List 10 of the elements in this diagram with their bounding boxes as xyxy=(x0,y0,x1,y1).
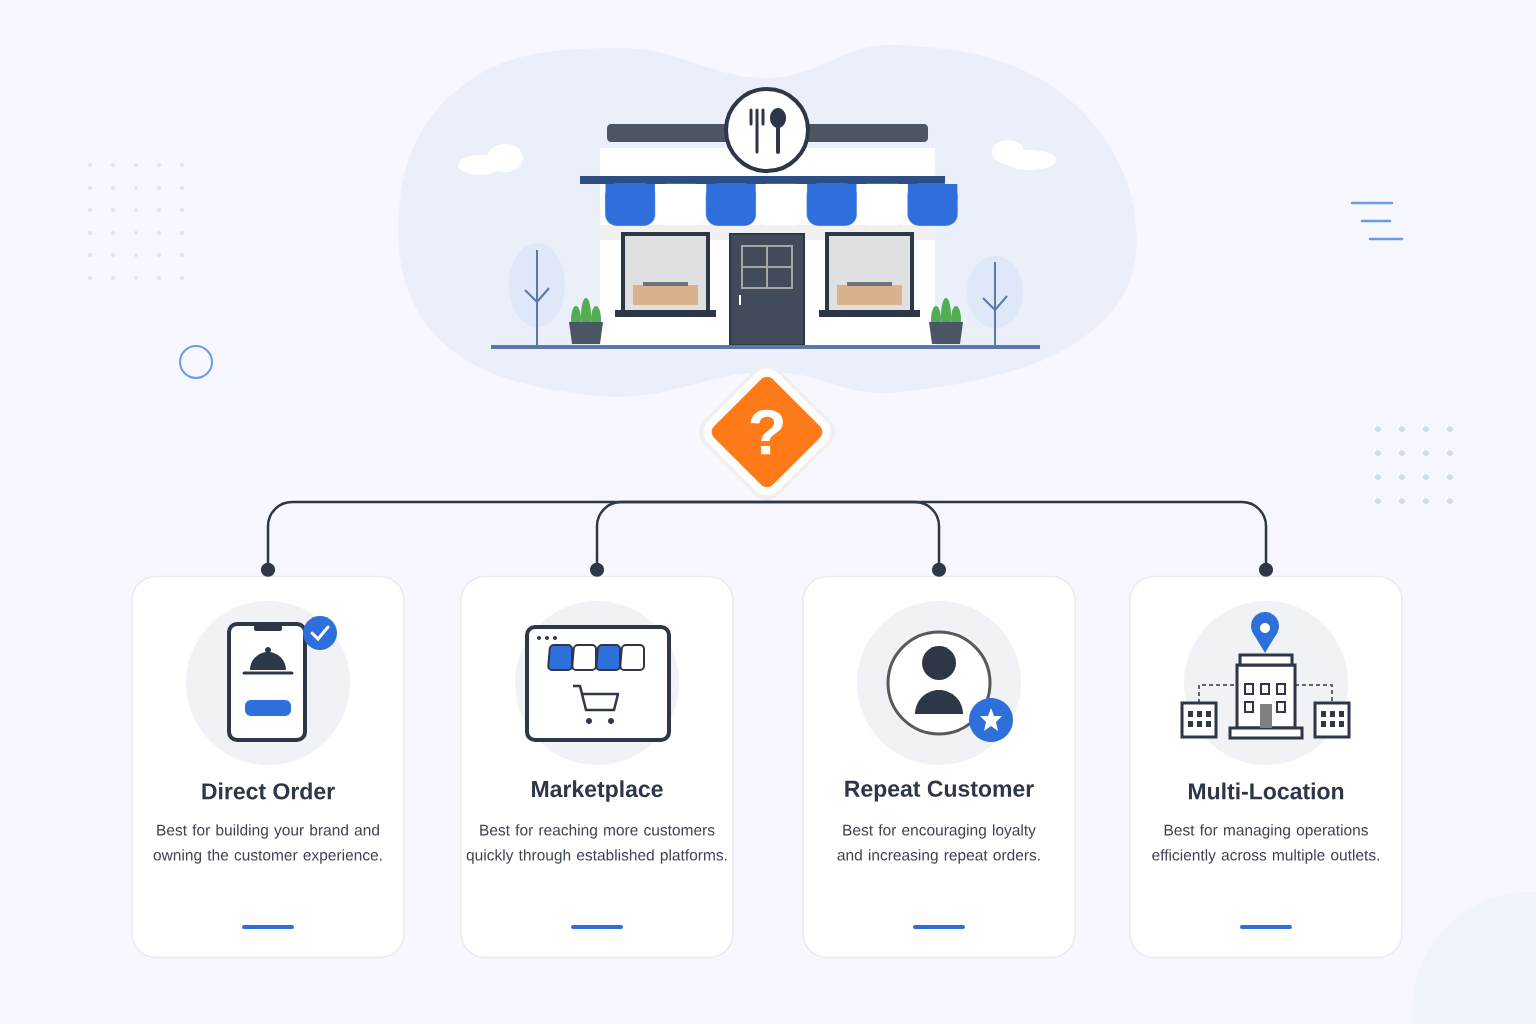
card-text: Best for reaching more customers quickly through established platforms. xyxy=(466,824,727,864)
card-title: Marketplace xyxy=(532,780,663,802)
card-text: Best for encouraging loyalty and increasing repeat orders. xyxy=(837,824,1040,864)
card-text: Best for managing operations efficiently across multiple outlets. xyxy=(1152,824,1379,864)
card-title: Multi-Location xyxy=(1189,782,1344,800)
card-title: Repeat Customer xyxy=(845,780,1034,802)
connector xyxy=(767,500,1273,577)
connector xyxy=(590,500,767,577)
card-text: Best for building your brand and owning the customer experience. xyxy=(153,824,382,864)
card-title: Direct Order xyxy=(202,782,335,800)
